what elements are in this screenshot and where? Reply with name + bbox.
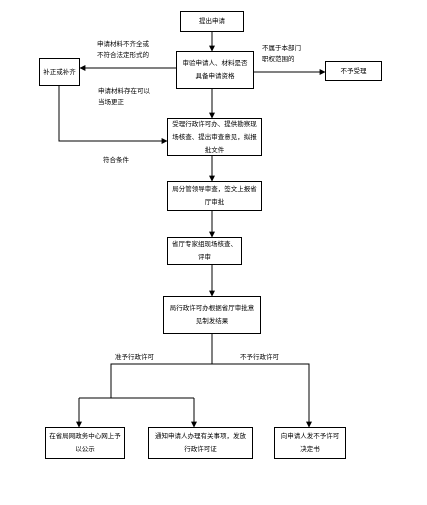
- deny-permit-label: 不予行政许可: [238, 352, 281, 363]
- edge-split-deny: [212, 363, 312, 428]
- director-review-node: 局分管领导审查，签文上报省厅审批: [167, 181, 262, 211]
- expert-review-node: 省厅专家组现场核查、评审: [167, 237, 242, 265]
- accept-and-inspect-node: 受理行政许可办、提供勘察现场核查、提出审查意见，拟报批文件: [167, 118, 262, 156]
- correctable-materials-label: 申请材料存在可以 当场更正: [98, 86, 150, 108]
- not-in-scope-label: 不属于本部门 职权范围的: [262, 43, 301, 65]
- publish-online-node: 在省局网政务中心网上予以公示: [45, 427, 125, 459]
- edge-supplement-accept: [58, 86, 168, 144]
- notify-applicant-node: 通知申请人办理有关事项，发放行政许可证: [148, 427, 253, 459]
- edge-split-approve: [110, 363, 212, 398]
- incomplete-materials-label: 申请材料不齐全或 不符合法定形式的: [97, 39, 149, 61]
- refusal-notice-node: 向申请人发不予许可决定书: [274, 427, 346, 459]
- review-qualification-node: 审验申请人、材料是否具备申请资格: [176, 51, 254, 89]
- submit-application-node: 提出申请: [180, 11, 244, 32]
- meets-conditions-label: 符合条件: [103, 155, 129, 166]
- not-accepted-node: 不予受理: [325, 61, 382, 81]
- approve-permit-label: 准予行政许可: [113, 352, 156, 363]
- issue-result-node: 局行政许可办根据省厅审批意见制发结果: [163, 296, 261, 334]
- supplement-materials-node: 补正或补齐: [39, 58, 80, 86]
